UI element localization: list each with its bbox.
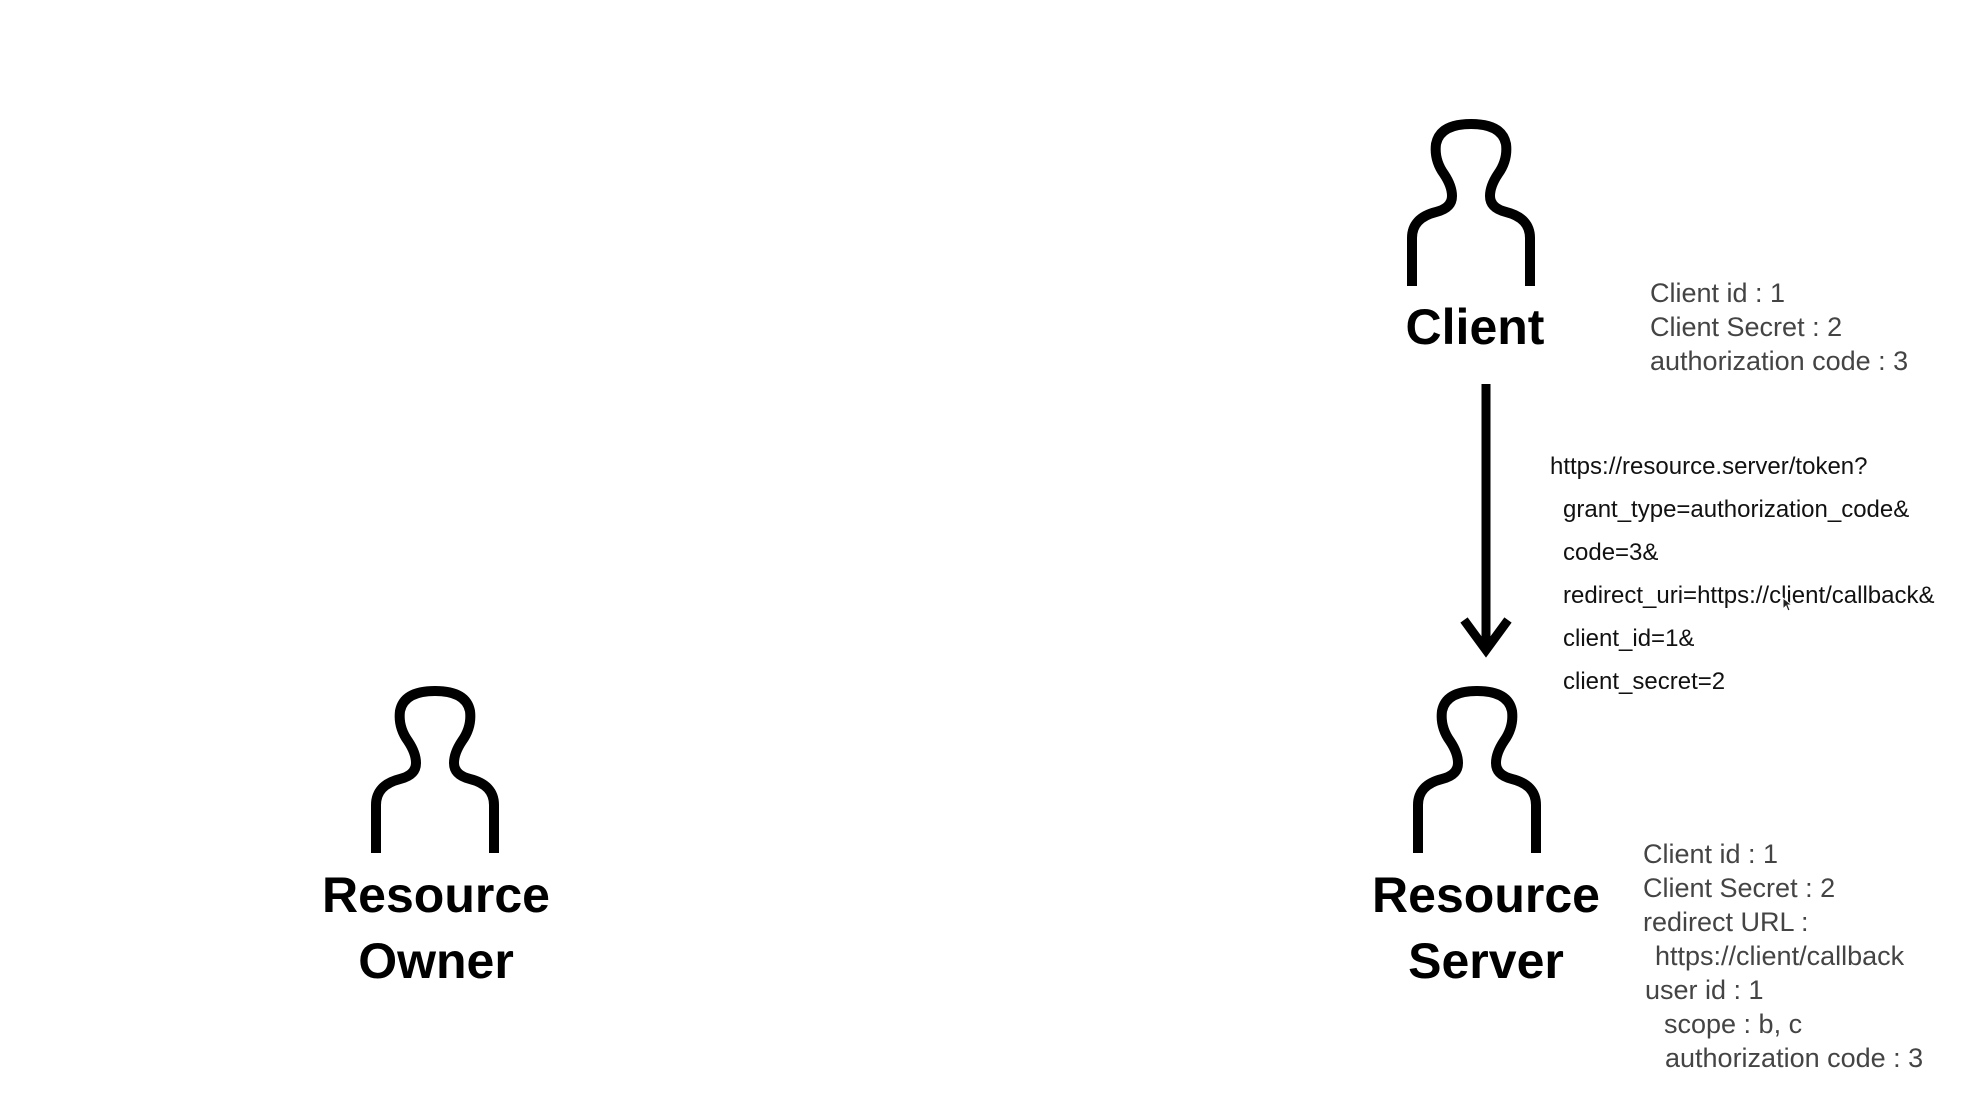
server-note-line: Client id : 1: [1643, 839, 1779, 869]
person-icon: [371, 686, 499, 853]
resource-server-label-line1: Resource: [1372, 867, 1600, 923]
server-note-line: redirect URL :: [1643, 907, 1809, 937]
server-note-line: scope : b, c: [1664, 1009, 1803, 1039]
server-registry-note: Client id : 1 Client Secret : 2 redirect…: [1643, 837, 1923, 1075]
resource-owner-label-line1: Resource: [322, 867, 550, 923]
token-request-url: https://resource.server/token?: [1550, 453, 1868, 480]
person-icon: [1407, 119, 1535, 286]
token-request-param: client_id=1&: [1563, 625, 1695, 652]
client-credentials-note: Client id : 1 Client Secret : 2 authoriz…: [1650, 276, 1908, 378]
resource-owner-label-line2: Owner: [358, 933, 514, 989]
client-note-line: authorization code : 3: [1650, 346, 1909, 376]
token-request-param: code=3&: [1563, 539, 1659, 566]
client-note-line: Client id : 1: [1650, 278, 1786, 308]
resource-server-label: Resource Server: [1340, 862, 1632, 994]
client-note-line: Client Secret : 2: [1650, 312, 1843, 342]
server-note-line: user id : 1: [1645, 975, 1764, 1005]
mouse-cursor-icon: [1782, 597, 1794, 612]
server-note-line: https://client/callback: [1655, 941, 1905, 971]
server-note-line: Client Secret : 2: [1643, 873, 1836, 903]
server-note-line: authorization code : 3: [1665, 1043, 1924, 1073]
request-arrow: [1460, 384, 1512, 658]
token-request-param: grant_type=authorization_code&: [1563, 496, 1910, 523]
client-label: Client: [1405, 299, 1545, 355]
token-request: https://resource.server/token? grant_typ…: [1550, 445, 1935, 703]
resource-server-label-line2: Server: [1408, 933, 1564, 989]
token-request-param: client_secret=2: [1563, 668, 1726, 695]
resource-owner-label: Resource Owner: [300, 862, 572, 994]
token-request-param: redirect_uri=https://client/callback&: [1563, 582, 1935, 609]
person-icon: [1413, 686, 1541, 853]
